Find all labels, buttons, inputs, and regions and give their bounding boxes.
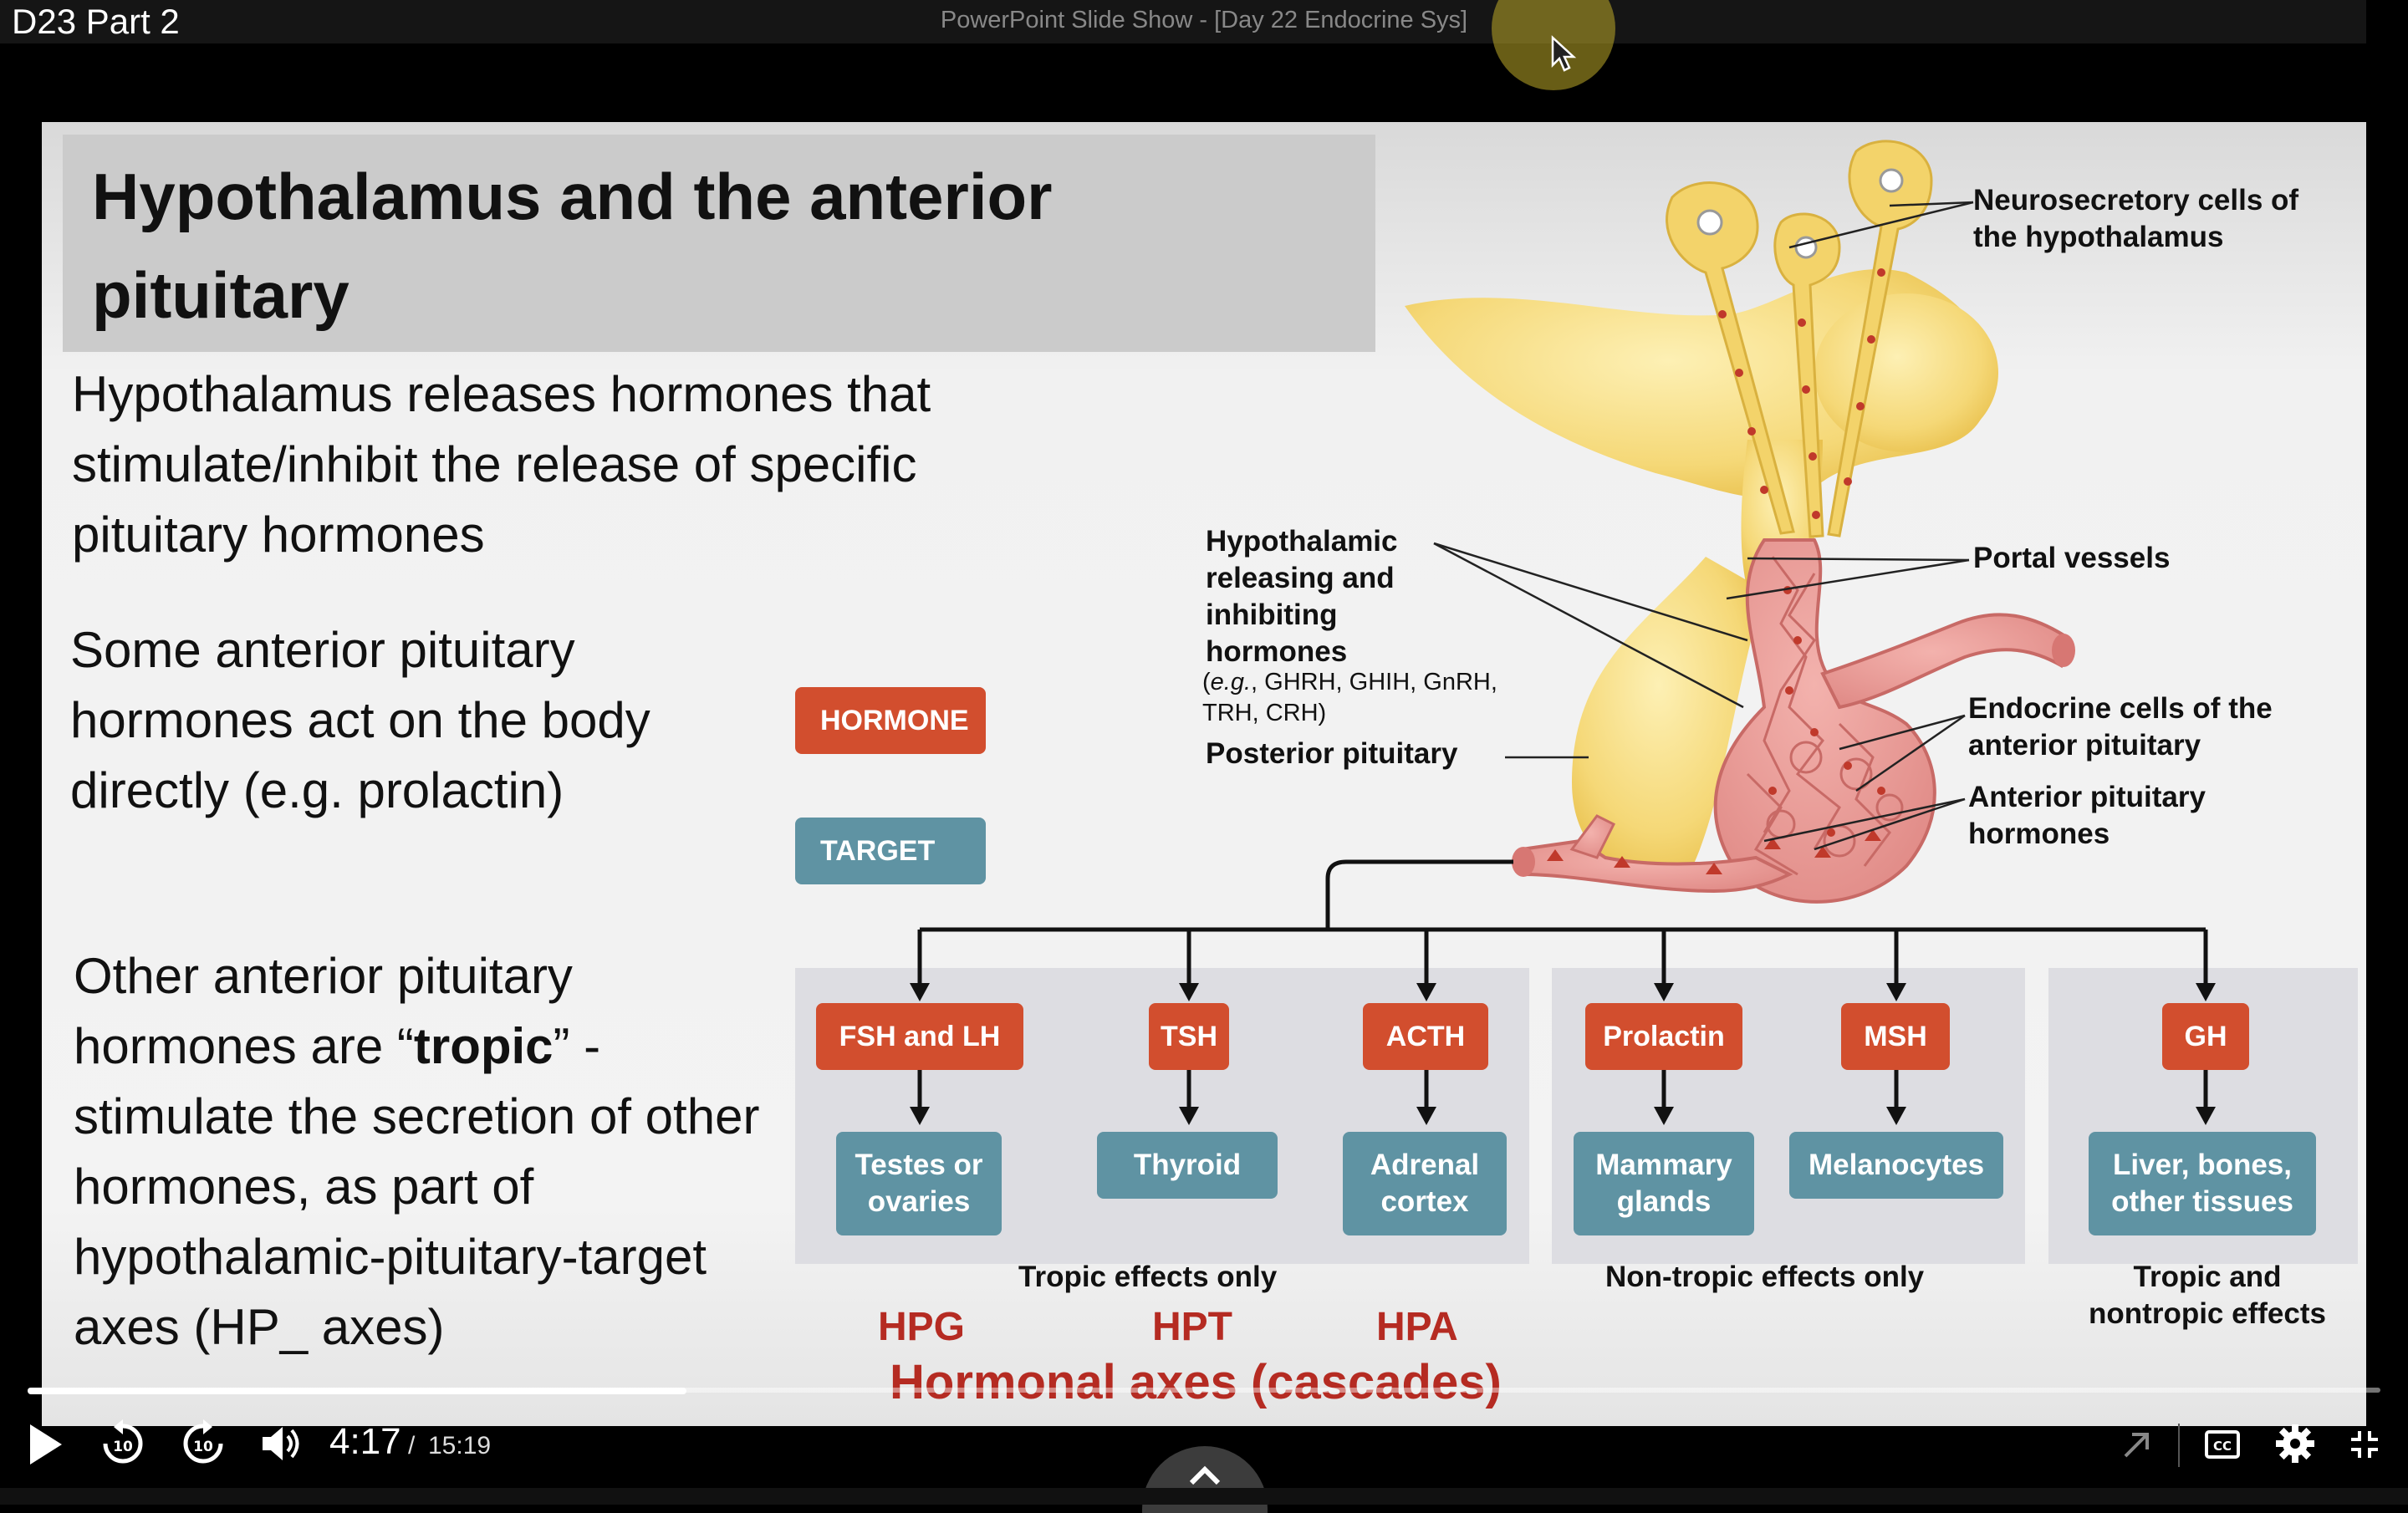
volume-icon[interactable]	[259, 1423, 306, 1465]
tropic-bold-word: tropic	[413, 1018, 554, 1074]
window-title: PowerPoint Slide Show - [Day 22 Endocrin…	[940, 7, 1468, 33]
tropic-text-end: ” - stimulate the secretion of other hor…	[74, 1018, 760, 1355]
forward-10-icon[interactable]: 10	[177, 1418, 229, 1470]
examples-text: , GHRH, GHIH, GnRH, TRH, CRH)	[1202, 669, 1497, 726]
chevron-up-icon	[1189, 1465, 1221, 1485]
target-melanocytes: Melanocytes	[1789, 1132, 2003, 1199]
target-testes-ovaries: Testes or ovaries	[836, 1132, 1002, 1235]
rewind-10-icon[interactable]: 10	[97, 1418, 149, 1470]
hormone-msh: MSH	[1841, 1003, 1950, 1070]
controls-divider	[2178, 1424, 2180, 1467]
flow-arrowheads	[910, 968, 2216, 1125]
svg-text:10: 10	[113, 1439, 133, 1455]
anterior-pituitary-lobe	[1713, 538, 1936, 904]
slide: Hypothalamus and the anterior pituitary …	[42, 122, 2366, 1426]
label-releasing-examples: (e.g., GHRH, GHIH, GnRH, TRH, CRH)	[1202, 669, 1497, 726]
mouse-cursor-icon	[1551, 35, 1577, 72]
paragraph-hypothalamus: Hypothalamus releases hormones that stim…	[72, 366, 931, 563]
legend-hormone: HORMONE	[795, 687, 986, 754]
target-liver-bones: Liver, bones, other tissues	[2089, 1132, 2316, 1235]
exit-fullscreen-icon[interactable]	[2348, 1428, 2381, 1461]
hormone-dots	[1547, 586, 1885, 874]
hormone-acth: ACTH	[1363, 1003, 1488, 1070]
label-endocrine-cells: Endocrine cells of the anterior pituitar…	[1968, 692, 2273, 762]
svg-text:CC: CC	[2213, 1439, 2232, 1454]
label-anterior-hormones: Anterior pituitary hormones	[1968, 781, 2206, 850]
group-label-tropic: Tropic effects only	[1018, 1261, 1278, 1293]
axes-title: Hormonal axes (cascades)	[890, 1355, 1502, 1409]
target-thyroid: Thyroid	[1097, 1132, 1278, 1199]
video-title: D23 Part 2	[12, 2, 180, 41]
hormone-gh: GH	[2162, 1003, 2249, 1070]
powerpoint-title-bar	[0, 0, 2366, 43]
vessel-branch	[1569, 814, 1616, 859]
legend-target: TARGET	[795, 818, 986, 884]
axis-hpg: HPG	[878, 1305, 966, 1349]
hormone-tsh: TSH	[1149, 1003, 1229, 1070]
group-label-both: Tropic and nontropic effects	[2089, 1261, 2326, 1330]
leader-lines	[1433, 201, 1974, 851]
posterior-pituitary-lobe	[1572, 557, 1764, 879]
title-box	[63, 135, 1375, 352]
label-releasing-hormones: Hypothalamic releasing and inhibiting ho…	[1206, 525, 1398, 668]
tropic-text-start: Other anterior pituitary hormones are “	[74, 948, 573, 1074]
captions-icon[interactable]: CC	[2204, 1429, 2241, 1460]
time-separator: /	[408, 1432, 416, 1460]
vessel-end-left	[1512, 847, 1535, 877]
pituitary-illustration	[917, 140, 2208, 1107]
eg-text: e.g.	[1210, 669, 1252, 695]
share-arrow-icon[interactable]	[2119, 1426, 2155, 1463]
svg-text:10: 10	[193, 1439, 213, 1455]
capillary-network	[1746, 556, 1904, 876]
vessel-end-right	[2052, 634, 2075, 667]
label-posterior-pituitary: Posterior pituitary	[1206, 737, 1458, 770]
paragraph-direct-hormones: Some anterior pituitary hormones act on …	[70, 622, 650, 818]
hormone-fsh-lh: FSH and LH	[816, 1003, 1023, 1070]
paragraph-tropic-hormones: Other anterior pituitary hormones are “t…	[74, 941, 776, 1363]
progress-track[interactable]	[28, 1388, 2380, 1393]
neurosecretory-cells	[1666, 140, 1933, 538]
play-icon[interactable]	[25, 1421, 67, 1468]
bottom-strip	[0, 1488, 2408, 1505]
axis-hpa: HPA	[1376, 1305, 1458, 1349]
target-mammary-glands: Mammary glands	[1574, 1132, 1754, 1235]
slide-title: Hypothalamus and the anterior pituitary	[92, 160, 1053, 332]
current-time: 4:17	[329, 1421, 401, 1462]
label-neurosecretory-cells: Neurosecretory cells of the hypothalamus	[1973, 184, 2299, 253]
label-portal-vessels: Portal vessels	[1973, 542, 2171, 574]
hormone-prolactin: Prolactin	[1585, 1003, 1742, 1070]
progress-played	[28, 1388, 686, 1394]
total-time: 15:19	[428, 1432, 492, 1460]
group-label-nontropic: Non-tropic effects only	[1605, 1261, 1925, 1293]
settings-gear-icon[interactable]	[2274, 1423, 2316, 1465]
axis-hpt: HPT	[1152, 1305, 1232, 1349]
target-adrenal-cortex: Adrenal cortex	[1343, 1132, 1507, 1235]
